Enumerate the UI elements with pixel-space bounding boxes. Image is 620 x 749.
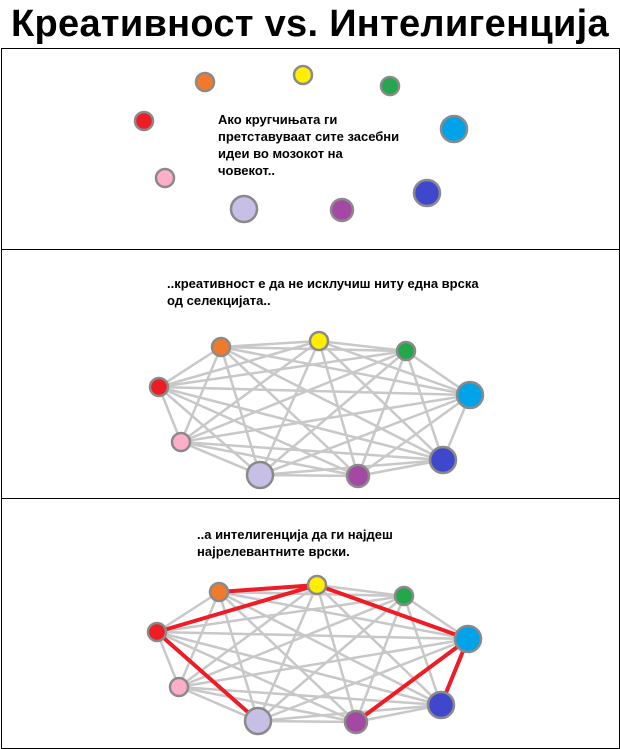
connection-cyan-lavender	[257, 637, 469, 723]
connection-orange-pink	[177, 591, 221, 688]
idea-node-lavender	[229, 194, 259, 224]
connection-orange-cyan	[220, 345, 471, 397]
relevant-connection-red-lavender	[155, 630, 260, 723]
connection-yellow-cyan	[318, 339, 471, 397]
connection-lavender-purple	[259, 473, 359, 478]
connection-lines	[155, 583, 470, 724]
ideas-graph	[133, 64, 469, 224]
connection-yellow-green	[318, 339, 407, 353]
idea-node-lavender	[243, 706, 273, 736]
connection-orange-purple	[218, 591, 357, 723]
idea-node-orange	[194, 71, 216, 93]
idea-node-orange	[208, 581, 230, 603]
connection-red-lavender	[158, 386, 261, 476]
connection-lines	[157, 339, 472, 478]
idea-node-red	[146, 621, 168, 643]
panel-intelligence: ..а интелигенција да ги најдеш најрелева…	[1, 498, 620, 749]
connection-red-cyan	[156, 630, 469, 641]
title-bar: Креативност vs. Интелигенција	[0, 0, 620, 48]
panel-creativity: ..креативност е да не исклучиш ниту една…	[1, 249, 620, 499]
idea-node-purple	[329, 197, 355, 223]
panel-2-caption: ..креативност е да не исклучиш ниту една…	[167, 276, 479, 308]
connection-green-red	[158, 349, 407, 389]
idea-node-blue	[428, 445, 458, 475]
idea-node-cyan	[439, 114, 469, 144]
connection-purple-blue	[357, 458, 444, 478]
idea-node-lavender	[245, 460, 275, 490]
connection-cyan-purple	[357, 393, 471, 478]
idea-node-yellow	[306, 574, 328, 596]
creativity-graph	[148, 330, 485, 490]
idea-node-red	[133, 110, 155, 132]
connection-orange-pink	[179, 346, 223, 443]
idea-node-purple	[345, 463, 371, 489]
idea-node-pink	[170, 431, 192, 453]
connection-yellow-blue	[316, 584, 442, 706]
connection-red-purple	[156, 630, 357, 724]
idea-node-red	[148, 376, 170, 398]
connection-green-pink	[178, 594, 405, 689]
connection-green-pink	[180, 349, 407, 444]
idea-node-green	[393, 585, 415, 607]
connection-cyan-lavender	[259, 393, 471, 477]
relevant-connection-yellow-cyan	[315, 583, 470, 641]
connection-yellow-red	[158, 339, 320, 389]
connection-orange-yellow	[220, 339, 320, 349]
connection-cyan-pink	[180, 393, 471, 444]
idea-node-cyan	[455, 380, 485, 410]
connection-yellow-lavender	[256, 584, 319, 722]
comic-title: Креативност vs. Интелигенција	[11, 2, 609, 45]
intelligence-graph	[146, 574, 483, 736]
connection-yellow-blue	[318, 340, 444, 461]
idea-node-yellow	[292, 64, 314, 86]
panel-3-caption: ..а интелигенција да ги најдеш најрелева…	[197, 527, 393, 559]
connection-cyan-pink	[178, 637, 469, 689]
connection-pink-lavender	[180, 440, 261, 477]
connection-red-purple	[158, 385, 359, 478]
idea-node-pink	[168, 676, 190, 698]
idea-node-orange	[210, 336, 232, 358]
connection-pink-lavender	[178, 685, 259, 723]
idea-node-cyan	[453, 624, 483, 654]
idea-node-green	[379, 75, 401, 97]
connection-orange-red	[158, 345, 222, 389]
connection-lavender-purple	[257, 719, 357, 724]
connection-orange-green	[218, 590, 405, 598]
idea-node-blue	[426, 690, 456, 720]
relevant-connection-red-yellow	[155, 583, 319, 634]
connection-red-cyan	[158, 385, 471, 397]
connection-orange-purple	[220, 346, 359, 477]
connection-orange-cyan	[218, 590, 469, 641]
connection-green-lavender	[259, 350, 407, 476]
idea-node-yellow	[308, 330, 330, 352]
connection-green-lavender	[257, 595, 405, 722]
idea-node-pink	[154, 167, 176, 189]
idea-node-blue	[412, 178, 442, 208]
relevant-connection-orange-yellow	[217, 583, 319, 594]
connection-yellow-lavender	[258, 340, 321, 476]
connection-green-blue	[402, 595, 443, 706]
panel-ideas: Ако кругчињата ги претставуваат сите зас…	[1, 48, 620, 250]
connection-green-purple	[354, 595, 406, 723]
connection-pink-blue	[180, 440, 444, 462]
connection-orange-red	[156, 590, 220, 634]
connection-purple-blue	[355, 703, 442, 724]
panel-1-caption: Ако кругчињата ги претставуваат сите зас…	[218, 112, 400, 178]
idea-node-purple	[343, 709, 369, 735]
relevant-connection-purple-cyan	[354, 637, 470, 724]
connection-green-blue	[404, 350, 445, 461]
connection-yellow-green	[316, 583, 405, 598]
idea-node-green	[395, 340, 417, 362]
relevant-connections	[155, 583, 470, 724]
